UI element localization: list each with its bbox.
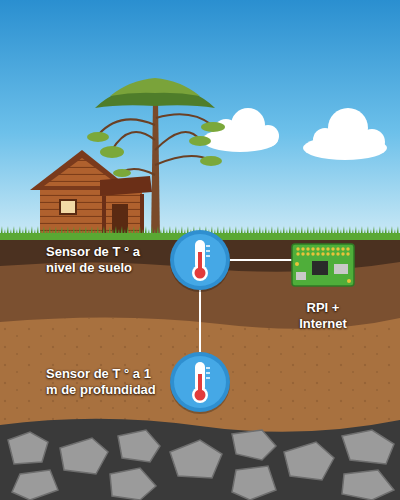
node-label: RPI + Internet — [299, 300, 347, 333]
node-label: Sensor de T ° a 1 m de profundidad — [46, 366, 162, 399]
badge-face — [174, 234, 226, 286]
raspberry-pi-board: RPI + Internet — [292, 244, 354, 286]
thermometer-badge — [170, 352, 230, 412]
bedrock — [0, 419, 400, 500]
badge-ring — [170, 352, 230, 412]
sensor-circle: Sensor de T ° a 1 m de profundidad — [170, 352, 230, 412]
usb-port — [334, 264, 348, 274]
badge-face — [174, 356, 226, 408]
soil-layers — [0, 236, 400, 500]
chip — [312, 261, 328, 275]
node-label: Sensor de T ° a nivel de suelo — [46, 244, 162, 277]
thermometer-icon — [192, 240, 210, 281]
thermometer-icon — [192, 362, 210, 403]
circuit-board — [292, 244, 354, 286]
pcb — [292, 244, 354, 286]
sky — [0, 0, 400, 240]
gpio-pins — [296, 247, 349, 255]
thermometer-badge — [170, 230, 230, 290]
sensor-cable — [199, 290, 201, 352]
badge-ring — [170, 230, 230, 290]
connector — [296, 272, 306, 280]
clouds — [202, 108, 387, 160]
sensor-circle: Sensor de T ° a nivel de suelo — [170, 230, 230, 290]
sensor-cable — [230, 259, 292, 261]
